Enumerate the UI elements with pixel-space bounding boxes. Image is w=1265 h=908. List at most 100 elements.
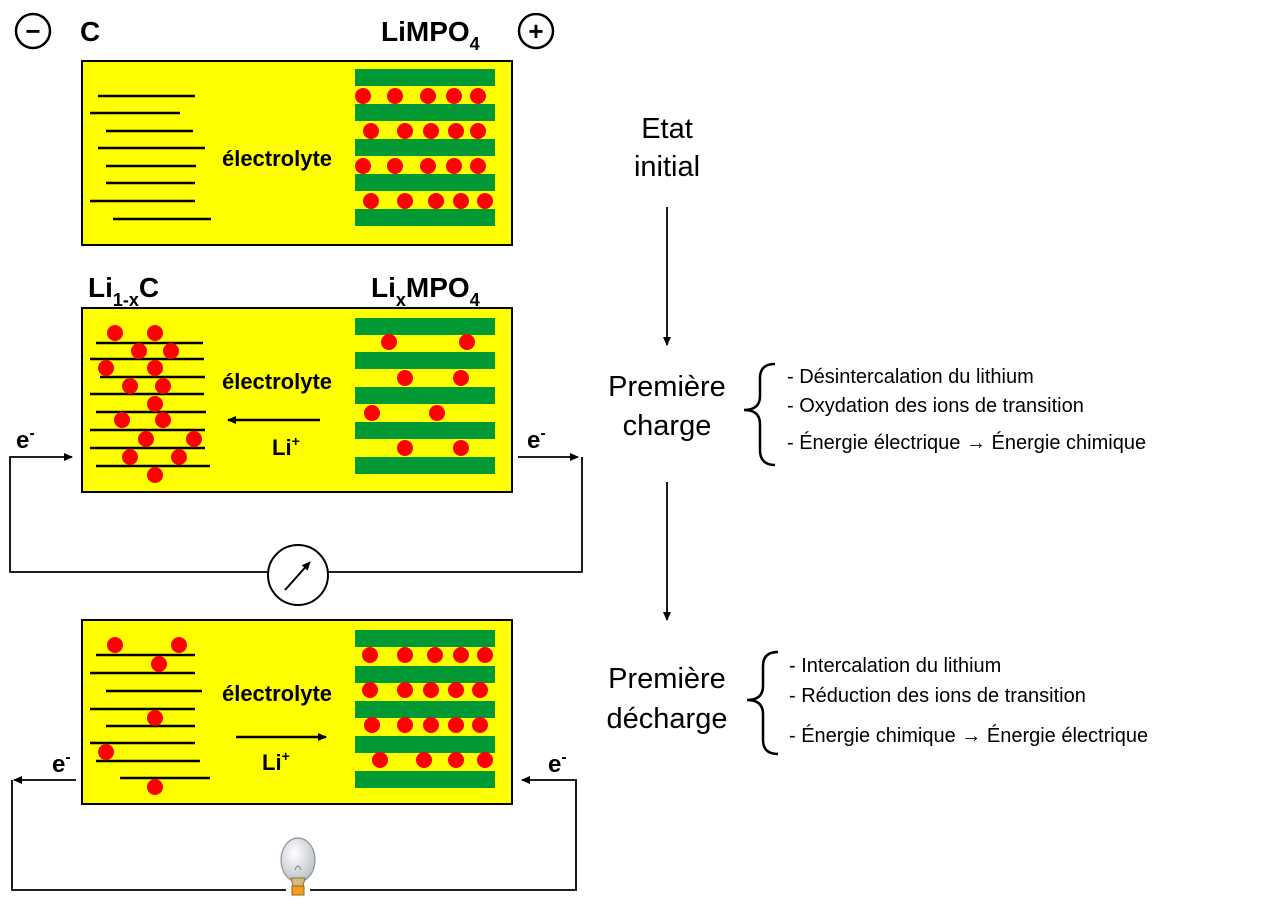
electrolyte-label-initial: électrolyte — [222, 146, 332, 171]
lithium-ion — [448, 752, 464, 768]
lithium-ion — [423, 682, 439, 698]
lithium-ion — [397, 123, 413, 139]
cathode-lamella — [355, 771, 495, 788]
plus-sign: + — [528, 16, 543, 46]
lithium-ion — [453, 370, 469, 386]
stage-discharge-line2: décharge — [607, 703, 728, 735]
stage-initial-line2: initial — [634, 151, 700, 183]
anode-label-charge: Li1-xC — [88, 272, 159, 310]
lithium-ion — [472, 682, 488, 698]
lithium-ion — [446, 88, 462, 104]
lithium-ion — [448, 123, 464, 139]
lithium-ion — [423, 717, 439, 733]
lithium-ion — [107, 325, 123, 341]
lithium-ion — [155, 378, 171, 394]
lithium-ion — [147, 325, 163, 341]
cathode-label-initial: LiMPO4 — [381, 16, 480, 54]
electron-label-right-charge: e- — [527, 425, 546, 454]
lithium-ion — [477, 752, 493, 768]
lithium-ion — [147, 360, 163, 376]
cathode-lamella — [355, 318, 495, 335]
electron-label-left-charge: e- — [16, 425, 35, 454]
cathode-lamella — [355, 630, 495, 647]
circuit-wire-left — [9, 453, 292, 573]
lithium-ion — [470, 158, 486, 174]
lithium-ion — [470, 88, 486, 104]
ion-label-discharge: Li+ — [262, 748, 290, 775]
circuit-wire-right — [318, 457, 583, 573]
lithium-ion — [147, 396, 163, 412]
cathode-lamella — [355, 422, 495, 439]
lithium-ion — [453, 193, 469, 209]
discharge-circuit — [11, 776, 577, 891]
lithium-ion — [147, 710, 163, 726]
cathode-lamella — [355, 387, 495, 404]
graphite-anode-charge — [90, 325, 210, 483]
lithium-ion — [98, 744, 114, 760]
lithium-ion — [420, 158, 436, 174]
lithium-ion — [397, 717, 413, 733]
lithium-ion — [416, 752, 432, 768]
graphite-anode-discharge — [90, 637, 210, 795]
lithium-ion — [138, 431, 154, 447]
lithium-ion — [453, 647, 469, 663]
electrolyte-label-charge: électrolyte — [222, 369, 332, 394]
charge-circuit — [9, 453, 583, 573]
lithium-ion — [151, 656, 167, 672]
lithium-ion — [397, 440, 413, 456]
lithium-ion — [362, 682, 378, 698]
lithium-ion — [448, 717, 464, 733]
lithium-ion — [171, 637, 187, 653]
lithium-ion — [114, 412, 130, 428]
stage-charge-line2: charge — [623, 410, 712, 442]
lithium-ion — [147, 779, 163, 795]
lithium-ion — [448, 682, 464, 698]
electron-label-left-discharge: e- — [52, 749, 71, 778]
lithium-ion — [428, 193, 444, 209]
lithium-ion — [171, 449, 187, 465]
lithium-ion — [453, 440, 469, 456]
lithium-ion — [446, 158, 462, 174]
lithium-ion — [397, 193, 413, 209]
lithium-ion — [459, 334, 475, 350]
charge-item-3: - Énergie électrique → Énergie chimique — [787, 431, 1146, 454]
lithium-ion — [107, 637, 123, 653]
minus-sign: − — [25, 16, 40, 46]
lithium-ion — [355, 158, 371, 174]
lithium-ion — [362, 647, 378, 663]
circuit-wire-right — [310, 776, 577, 891]
light-bulb-icon — [280, 837, 316, 896]
charge-item-2: - Oxydation des ions de transition — [787, 395, 1084, 417]
lithium-ion — [131, 343, 147, 359]
cathode-lamella — [355, 69, 495, 86]
cathode-lamella — [355, 104, 495, 121]
lithium-ion — [98, 360, 114, 376]
plus-sign-icon: + — [517, 12, 555, 50]
lithium-ion — [397, 370, 413, 386]
discharge-item-3: - Énergie chimique → Énergie électrique — [789, 724, 1148, 747]
cathode-lamellae-initial — [355, 69, 495, 226]
lithium-ion — [122, 378, 138, 394]
anode-label-initial: C — [80, 16, 100, 47]
ammeter-icon — [267, 544, 329, 606]
lithium-ion — [186, 431, 202, 447]
cathode-lamella — [355, 352, 495, 369]
cathode-lamella — [355, 139, 495, 156]
lithium-ion — [364, 405, 380, 421]
lithium-ion — [470, 123, 486, 139]
lithium-ion — [155, 412, 171, 428]
stage-discharge-line1: Première — [608, 663, 726, 695]
brace-charge — [743, 362, 776, 467]
lithium-ion — [397, 682, 413, 698]
electrolyte-label-discharge: électrolyte — [222, 681, 332, 706]
stage-initial-line1: Etat — [641, 113, 693, 145]
lithium-ion — [420, 88, 436, 104]
brace-discharge — [746, 650, 779, 756]
charge-item-1: - Désintercalation du lithium — [787, 366, 1034, 388]
cathode-lamellae-discharge — [355, 630, 495, 788]
cathode-lamella — [355, 666, 495, 683]
lithium-ion — [477, 647, 493, 663]
cathode-lamella — [355, 701, 495, 718]
lithium-ion — [427, 647, 443, 663]
